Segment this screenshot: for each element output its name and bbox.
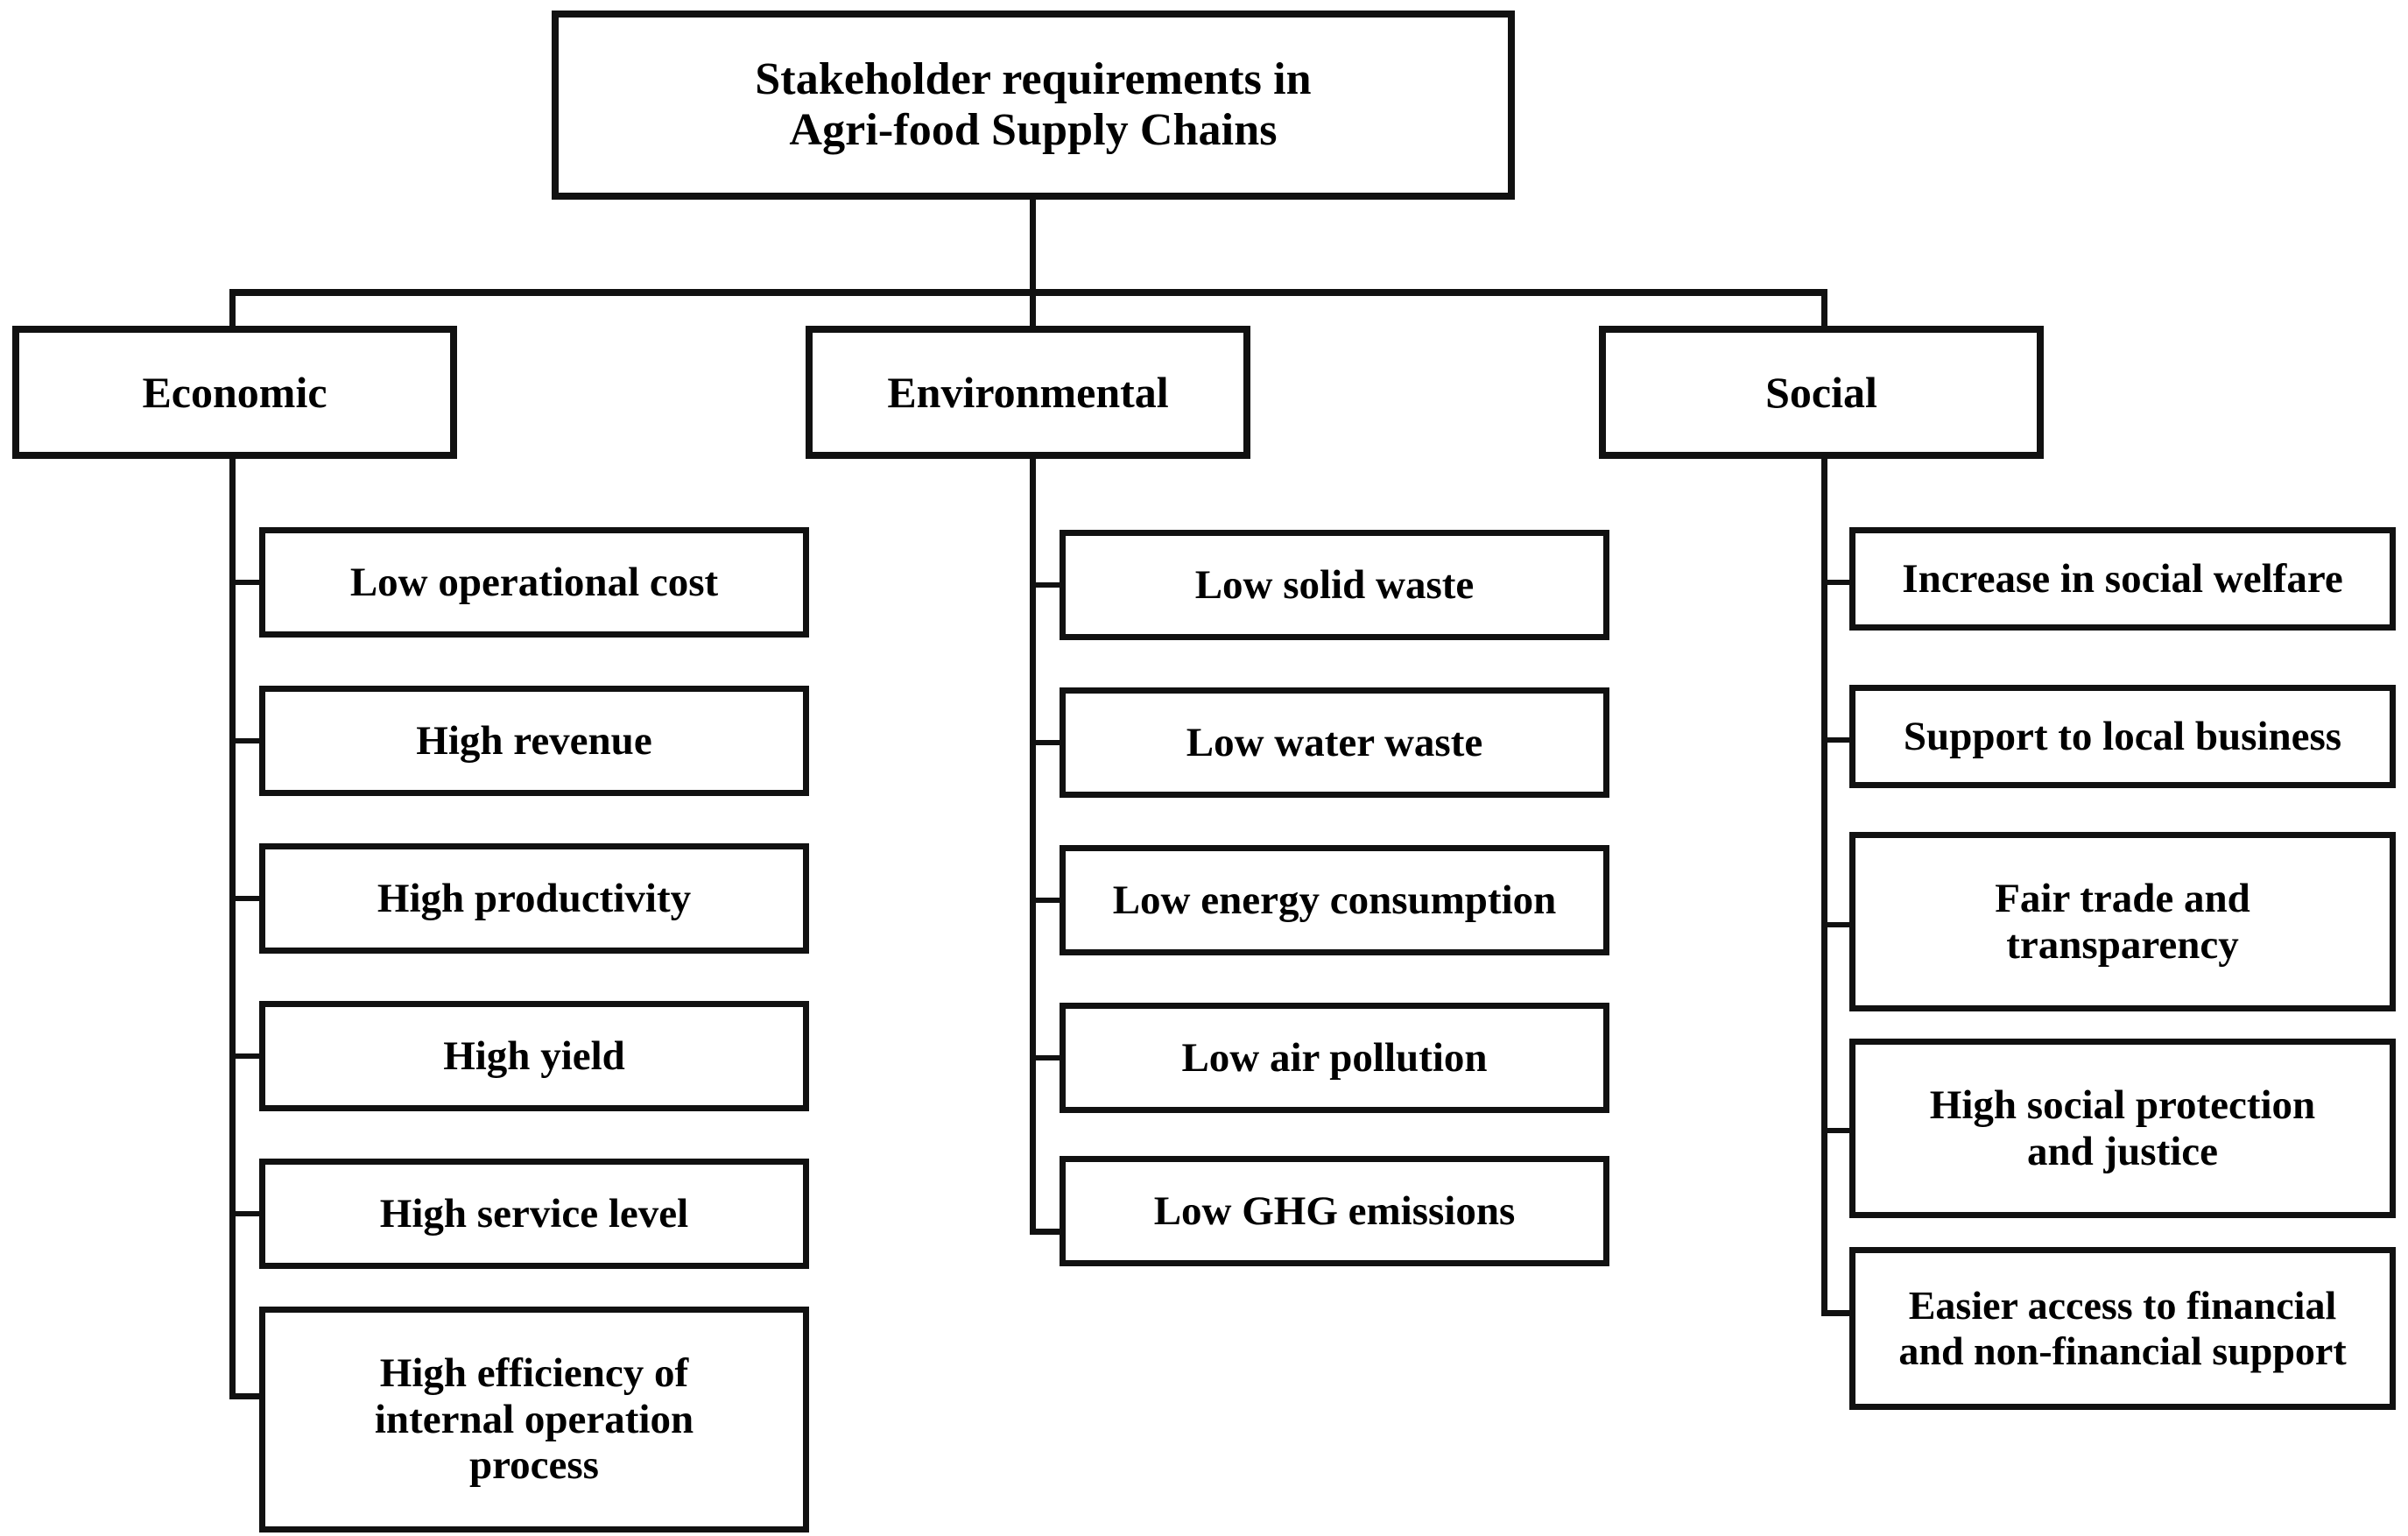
connector-root-bus <box>229 289 1827 296</box>
connector-stub-economic-4 <box>229 1053 264 1059</box>
connector-stub-economic-2 <box>229 738 264 743</box>
category-node-economic: Economic <box>12 326 457 459</box>
leaf-node-economic-6: High efficiency of internal operation pr… <box>259 1307 809 1532</box>
connector-stub-environmental-2 <box>1030 740 1065 745</box>
leaf-node-economic-5: High service level <box>259 1159 809 1269</box>
leaf-node-environmental-1: Low solid waste <box>1060 530 1609 640</box>
connector-bus-to-economic <box>229 289 236 328</box>
leaf-node-economic-2: High revenue <box>259 686 809 796</box>
leaf-label-environmental-2: Low water waste <box>1186 719 1483 765</box>
leaf-label-economic-4: High yield <box>443 1032 625 1079</box>
leaf-label-economic-6: High efficiency of internal operation pr… <box>374 1350 694 1489</box>
leaf-label-economic-5: High service level <box>379 1190 689 1237</box>
leaf-label-environmental-1: Low solid waste <box>1194 561 1475 608</box>
leaf-label-environmental-4: Low air pollution <box>1181 1034 1488 1081</box>
category-node-social: Social <box>1599 326 2044 459</box>
connector-stub-environmental-4 <box>1030 1055 1065 1060</box>
connector-stub-economic-5 <box>229 1211 264 1216</box>
leaf-label-environmental-3: Low energy consumption <box>1112 877 1557 923</box>
connector-stub-social-4 <box>1821 1128 1856 1133</box>
category-label-social: Social <box>1765 368 1877 417</box>
connector-trunk-economic <box>229 459 236 1399</box>
leaf-label-social-5: Easier access to financial and non-finan… <box>1898 1283 2347 1373</box>
leaf-node-environmental-2: Low water waste <box>1060 687 1609 798</box>
leaf-node-environmental-4: Low air pollution <box>1060 1003 1609 1113</box>
category-label-economic: Economic <box>142 368 327 417</box>
leaf-node-social-5: Easier access to financial and non-finan… <box>1849 1247 2396 1410</box>
leaf-label-social-3: Fair trade and transparency <box>1995 875 2250 968</box>
root-node-label: Stakeholder requirements in Agri-food Su… <box>755 53 1312 155</box>
connector-stub-economic-1 <box>229 580 264 585</box>
leaf-label-social-4: High social protection and justice <box>1929 1082 2316 1174</box>
connector-trunk-social-elbow <box>1821 1310 1860 1316</box>
connector-stub-environmental-1 <box>1030 582 1065 588</box>
connector-trunk-environmental <box>1030 459 1036 1235</box>
leaf-node-economic-3: High productivity <box>259 843 809 954</box>
connector-stub-social-3 <box>1821 922 1856 927</box>
connector-trunk-economic-elbow <box>229 1393 268 1399</box>
connector-trunk-environmental-elbow <box>1030 1229 1068 1235</box>
leaf-node-environmental-5: Low GHG emissions <box>1060 1156 1609 1266</box>
leaf-node-social-3: Fair trade and transparency <box>1849 832 2396 1011</box>
leaf-label-social-2: Support to local business <box>1903 713 2342 759</box>
connector-stub-environmental-3 <box>1030 898 1065 903</box>
category-label-environmental: Environmental <box>887 368 1169 417</box>
connector-trunk-social <box>1821 459 1827 1316</box>
leaf-label-economic-1: Low operational cost <box>349 559 719 605</box>
connector-root-stem <box>1030 200 1036 294</box>
leaf-node-economic-1: Low operational cost <box>259 527 809 638</box>
connector-stub-economic-3 <box>229 896 264 901</box>
connector-stub-social-1 <box>1821 580 1856 585</box>
leaf-label-social-1: Increase in social welfare <box>1902 555 2343 602</box>
leaf-node-economic-4: High yield <box>259 1001 809 1111</box>
root-node-stakeholder-requirements: Stakeholder requirements in Agri-food Su… <box>552 11 1515 200</box>
leaf-label-environmental-5: Low GHG emissions <box>1153 1187 1516 1234</box>
leaf-node-environmental-3: Low energy consumption <box>1060 845 1609 955</box>
connector-bus-to-social <box>1821 289 1827 328</box>
leaf-label-economic-2: High revenue <box>416 717 652 764</box>
leaf-node-social-1: Increase in social welfare <box>1849 527 2396 631</box>
category-node-environmental: Environmental <box>806 326 1250 459</box>
connector-stub-social-2 <box>1821 737 1856 743</box>
leaf-node-social-4: High social protection and justice <box>1849 1039 2396 1218</box>
leaf-node-social-2: Support to local business <box>1849 685 2396 788</box>
leaf-label-economic-3: High productivity <box>377 875 692 921</box>
connector-bus-to-environmental <box>1030 289 1036 328</box>
